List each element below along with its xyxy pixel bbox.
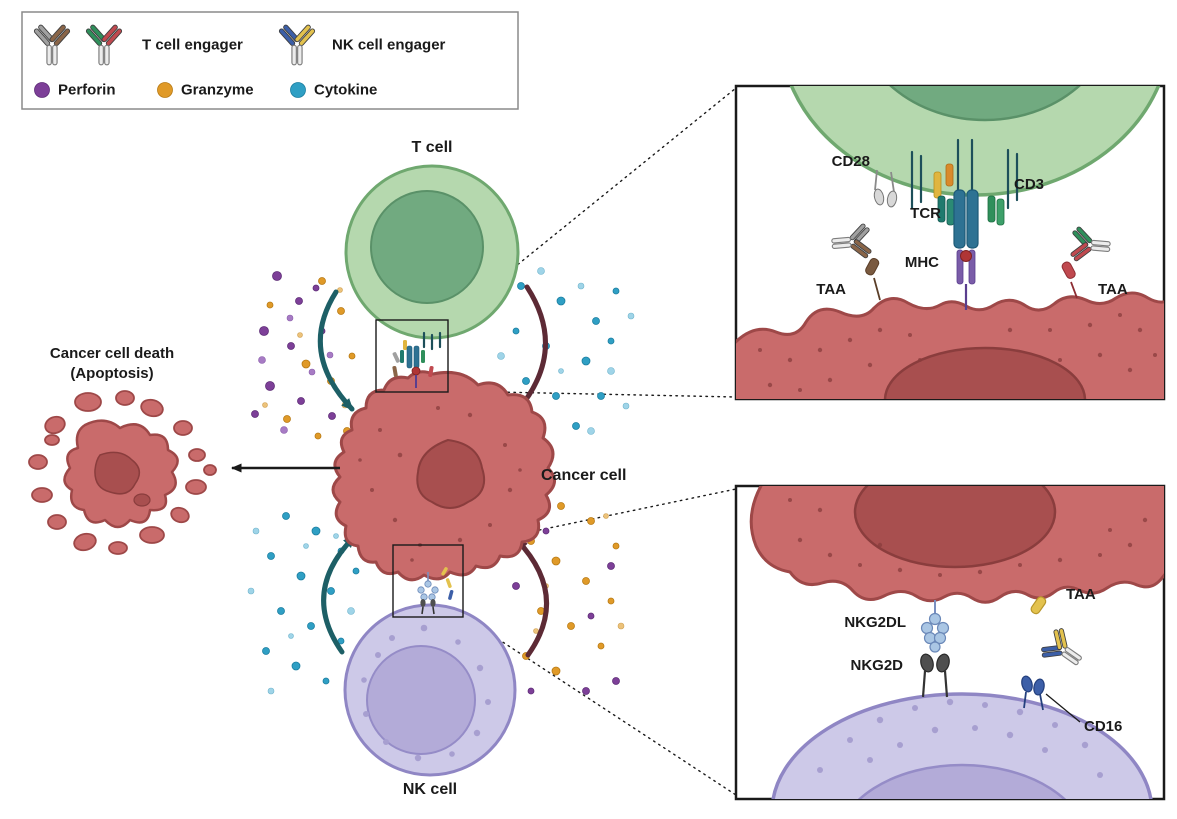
- tcr-chain-beta: [966, 189, 979, 249]
- taa-label-left: TAA: [816, 281, 846, 298]
- panel-cancer-nucleus: [883, 346, 1087, 399]
- cancer-cell-nucleus: [416, 438, 486, 509]
- cd16-label: CD16: [1084, 718, 1122, 735]
- cd28-label: CD28: [832, 153, 870, 170]
- arrow-nkcell-to-cancer-left: [321, 534, 357, 655]
- nkg2dl-ligand: [920, 600, 950, 653]
- legend-granzyme-label: Granzyme: [181, 82, 254, 99]
- panel-cancer-speckles: [758, 313, 1157, 392]
- panel-nk-granule-dots: [817, 698, 1103, 778]
- panel2-cancer-speckles: [788, 498, 1148, 577]
- legend-cytokine-label: Cytokine: [314, 82, 377, 99]
- granzyme-dot-icon: [157, 82, 173, 98]
- cd16-pointer-line: [1045, 693, 1081, 723]
- apoptotic-fragments: [28, 390, 217, 555]
- mhc-complex: [956, 249, 976, 310]
- cd28-receptor: [873, 169, 898, 208]
- cd3-label: CD3: [1014, 176, 1044, 193]
- apoptotic-cell: [28, 390, 217, 555]
- zoom-box-nk-synapse: [392, 544, 464, 618]
- zoom-connector-line-nk-bottom: [462, 615, 737, 796]
- zoom-box-t-synapse: [375, 319, 449, 393]
- zoom-connector-line-nk-top: [462, 488, 737, 547]
- t-cell-label: T cell: [412, 139, 453, 156]
- apoptosis-label-line1: Cancer cell death: [50, 345, 174, 362]
- nkg2d-receptor: [920, 653, 950, 698]
- nkg2d-label: NKG2D: [850, 657, 903, 674]
- nk-cell-label: NK cell: [403, 781, 457, 798]
- nk-synapse-mini: [417, 567, 454, 615]
- taa-antigen-brown: [865, 257, 881, 301]
- arrow-nkcell-to-cancer-right: [514, 537, 550, 658]
- tcr-complex: [910, 138, 1019, 249]
- nkg2dl-label: NKG2DL: [844, 614, 906, 631]
- panel-nk-cell-membrane: [771, 692, 1153, 799]
- peptide-antigen-dot: [960, 250, 972, 262]
- cancer-cell-speckles: [358, 406, 522, 562]
- perforin-dot-icon: [34, 82, 50, 98]
- cancer-cell-label: Cancer cell: [541, 467, 626, 484]
- t-synapse-mini: [392, 331, 442, 388]
- arrow-tcell-to-cancer-left: [317, 289, 355, 412]
- arrow-tcell-to-cancer-right: [515, 284, 548, 413]
- cd3-subunit-left: [937, 195, 946, 223]
- panel-t-synapse: CD28 TCR CD3 MHC TAA TAA: [734, 84, 1166, 401]
- panel-nk-synapse: NKG2DL NKG2D TAA CD16: [734, 484, 1166, 801]
- tcr-label: TCR: [910, 205, 941, 222]
- taa-label-bottom: TAA: [1066, 586, 1096, 603]
- panel-t-cell-nucleus: [889, 86, 1081, 122]
- panel-nk-cell-nucleus: [857, 763, 1067, 799]
- panel2-cancer-nucleus: [853, 486, 1057, 569]
- cytokine-dot-icon: [290, 82, 306, 98]
- legend-t-cell-engager-label: T cell engager: [142, 37, 243, 54]
- perforin-granzyme-dots-top-left: [251, 271, 356, 440]
- legend-perforin-label: Perforin: [58, 82, 116, 99]
- cd16-receptor: [1021, 675, 1045, 711]
- tcr-chain-alpha: [953, 189, 966, 249]
- taa-label-right: TAA: [1098, 281, 1128, 298]
- apoptosis-label-line2: (Apoptosis): [70, 365, 153, 382]
- nk-cell-nucleus: [366, 645, 476, 755]
- taa-antigen-red: [1061, 261, 1078, 299]
- mhc-label: MHC: [905, 254, 939, 271]
- nk-cell-granule-dots: [361, 624, 491, 762]
- legend-nk-cell-engager-label: NK cell engager: [332, 37, 446, 54]
- cd3-subunit-right: [987, 195, 996, 223]
- t-cell-nucleus: [370, 190, 484, 304]
- legend: T cell engager NK cell engager Perforin …: [21, 11, 519, 110]
- taa-antigen-yellow: [1030, 596, 1047, 615]
